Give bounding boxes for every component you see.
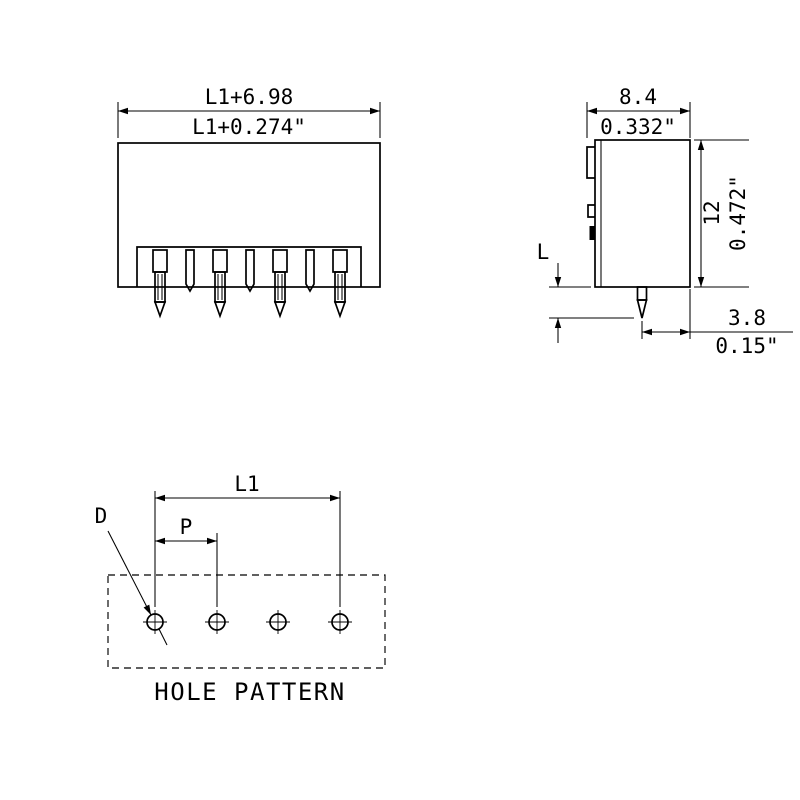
hole-circle bbox=[269, 613, 287, 631]
pin-length-label: L bbox=[537, 240, 550, 264]
hole-circle bbox=[331, 613, 349, 631]
pcb-outline bbox=[107, 574, 386, 669]
span-dimension: L1 bbox=[154, 472, 341, 607]
hole-pattern-view: L1 P D bbox=[95, 472, 386, 706]
pin-collar bbox=[332, 249, 348, 273]
side-height-dim-inch: 0.472" bbox=[726, 175, 750, 251]
pin bbox=[212, 249, 228, 319]
contact-mark bbox=[589, 226, 596, 240]
side-depth-dimension: 8.4 0.332" bbox=[586, 85, 691, 139]
pin bbox=[332, 249, 348, 319]
pin-tip bbox=[153, 301, 167, 319]
pin-collar bbox=[272, 249, 288, 273]
side-height-dimension: 12 0.472" bbox=[694, 139, 750, 288]
front-width-dim-inch: L1+0.274" bbox=[192, 115, 306, 139]
span-dim-label: L1 bbox=[234, 472, 259, 496]
pin-offset-dimension: 3.8 0.15" bbox=[641, 289, 793, 358]
hole-diameter-callout: D bbox=[95, 504, 168, 646]
leader-line bbox=[107, 530, 152, 616]
hole-circle bbox=[208, 613, 226, 631]
front-pins bbox=[152, 249, 348, 319]
flange-tab bbox=[586, 146, 595, 179]
pin-shaft bbox=[636, 286, 648, 301]
polarization-tab bbox=[185, 249, 195, 293]
front-width-dimension: L1+6.98 L1+0.274" bbox=[117, 85, 381, 139]
housing-outline bbox=[117, 142, 381, 288]
latch-bump bbox=[587, 204, 595, 218]
mounting-holes bbox=[143, 610, 352, 634]
pin-collar bbox=[152, 249, 168, 273]
pin-offset-dim-mm: 3.8 bbox=[728, 306, 766, 330]
mounting-hole bbox=[143, 610, 167, 634]
pin bbox=[152, 249, 168, 319]
mounting-hole bbox=[328, 610, 352, 634]
pin-tip bbox=[333, 301, 347, 319]
pin-tip bbox=[636, 299, 648, 319]
pitch-dim-label: P bbox=[180, 515, 193, 539]
pin bbox=[272, 249, 288, 319]
pin-collar bbox=[212, 249, 228, 273]
leader-line-tail bbox=[158, 628, 168, 646]
polarization-tab bbox=[305, 249, 315, 293]
side-height-dim-mm: 12 bbox=[700, 200, 724, 225]
pin-tip bbox=[273, 301, 287, 319]
pin-length-dimension: L bbox=[537, 240, 634, 343]
hole-pattern-caption: HOLE PATTERN bbox=[154, 678, 345, 706]
front-width-dim-mm: L1+6.98 bbox=[205, 85, 294, 109]
mounting-hole bbox=[205, 610, 229, 634]
side-depth-dim-mm: 8.4 bbox=[619, 85, 657, 109]
front-view: L1+6.98 L1+0.274" bbox=[117, 85, 381, 319]
mounting-hole bbox=[266, 610, 290, 634]
pin-offset-dim-inch: 0.15" bbox=[715, 334, 778, 358]
polarization-tab bbox=[245, 249, 255, 293]
side-depth-dim-inch: 0.332" bbox=[600, 115, 676, 139]
housing-outline bbox=[594, 139, 691, 288]
hole-circle bbox=[146, 613, 164, 631]
pitch-dimension: P bbox=[155, 515, 218, 607]
pin-tip bbox=[213, 301, 227, 319]
front-housing bbox=[117, 142, 381, 288]
hole-diameter-label: D bbox=[95, 504, 108, 528]
side-view: 8.4 0.332" 12 0.472" L bbox=[537, 85, 793, 358]
mating-slot bbox=[136, 246, 362, 287]
side-housing bbox=[586, 139, 691, 319]
